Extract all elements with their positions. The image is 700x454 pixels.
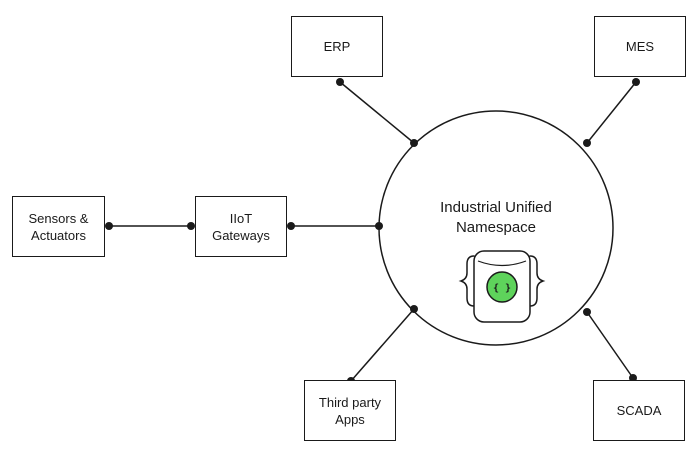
endpoint-dot: [583, 139, 591, 147]
node-sensors-actuators: Sensors & Actuators: [12, 196, 105, 257]
endpoint-dot: [583, 308, 591, 316]
endpoint-dot: [105, 222, 113, 230]
endpoint-dot: [410, 305, 418, 313]
endpoint-dot: [336, 78, 344, 86]
hub-title: Industrial Unified Namespace: [440, 199, 552, 236]
node-erp: ERP: [291, 16, 383, 77]
braces-database-icon: { }: [458, 250, 546, 323]
endpoint-dot: [375, 222, 383, 230]
endpoint-dot: [287, 222, 295, 230]
endpoint-dot: [410, 139, 418, 147]
icon-glyph: { }: [493, 283, 511, 294]
endpoint-dot: [632, 78, 640, 86]
node-scada: SCADA: [593, 380, 685, 441]
node-iiot-gateways: IIoT Gateways: [195, 196, 287, 257]
endpoint-dot: [187, 222, 195, 230]
node-mes: MES: [594, 16, 686, 77]
connector-erp-hub: [339, 81, 415, 144]
connector-scada-hub: [586, 311, 634, 379]
node-third-party-apps: Third party Apps: [304, 380, 396, 441]
connector-endpoints: [105, 78, 640, 385]
connector-thirdparty-hub: [350, 308, 415, 382]
connector-mes-hub: [586, 81, 637, 144]
